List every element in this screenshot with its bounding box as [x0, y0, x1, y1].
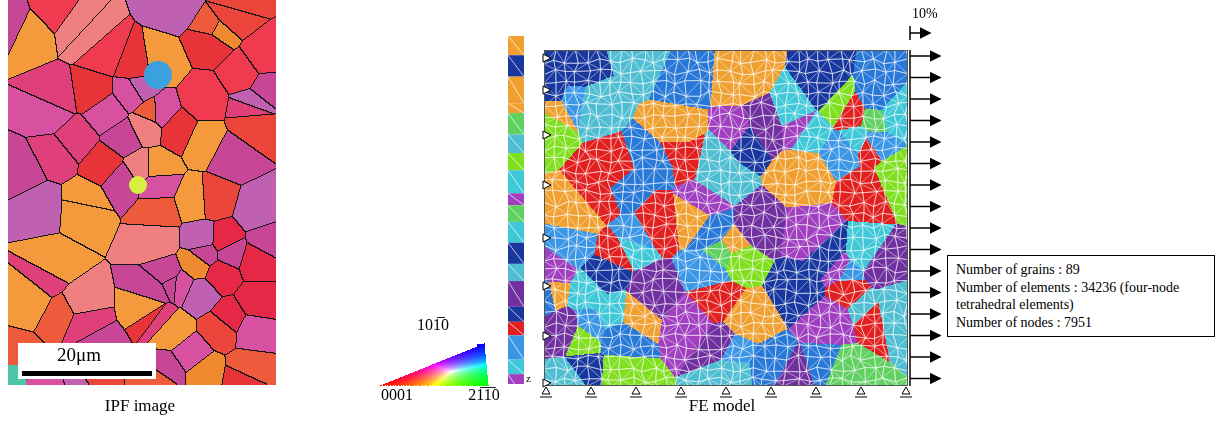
roller-support: [902, 387, 910, 394]
roller-support: [857, 387, 865, 394]
roller-support: [722, 387, 730, 394]
load-arrow: [910, 141, 940, 143]
info-line: Number of grains : 89: [956, 261, 1206, 279]
info-line: Number of elements : 34236 (four-node te…: [956, 279, 1206, 314]
load-arrow: [910, 378, 940, 380]
roller-support: [542, 387, 550, 394]
load-arrow: [910, 206, 940, 208]
fixed-support: [543, 234, 551, 242]
support-ground: [585, 397, 597, 398]
fixed-support: [543, 379, 551, 387]
strain-label: 10%: [912, 6, 938, 22]
load-arrow: [910, 292, 940, 294]
roller-support: [767, 387, 775, 394]
load-arrow: [910, 335, 940, 337]
info-line: Number of nodes : 7951: [956, 314, 1206, 332]
fe-mesh: [544, 50, 908, 386]
fixed-support: [543, 131, 551, 139]
pole-label: 0001: [381, 386, 413, 404]
ipf-map: [8, 0, 276, 385]
support-ground: [900, 397, 912, 398]
load-arrow: [910, 163, 940, 165]
load-arrow: [910, 55, 940, 57]
panel-caption: IPF image: [105, 396, 175, 416]
fixed-support: [543, 282, 551, 290]
load-arrow: [910, 98, 940, 100]
load-arrow: [910, 227, 940, 229]
fixed-support: [543, 86, 551, 94]
roller-support: [587, 387, 595, 394]
pole-label: 101̅0: [417, 316, 449, 334]
load-arrow: [910, 77, 940, 79]
load-arrow: [910, 270, 940, 272]
roller-support: [812, 387, 820, 394]
fixed-support: [543, 54, 551, 62]
support-ground: [540, 397, 552, 398]
load-arrow: [910, 249, 940, 251]
axis-label: z: [526, 372, 531, 384]
panel-caption: FE model: [689, 396, 756, 416]
load-arrow: [910, 184, 940, 186]
roller-support: [632, 387, 640, 394]
load-arrow: [910, 356, 940, 358]
support-ground: [675, 397, 687, 398]
support-ground: [810, 397, 822, 398]
load-arrow: [910, 120, 940, 122]
fixed-support: [543, 332, 551, 340]
info-box: Number of grains : 89Number of elements …: [947, 255, 1215, 337]
side-strip: [508, 36, 524, 384]
scale-bar-label: 20μm: [57, 344, 101, 366]
roller-support: [677, 387, 685, 394]
support-ground: [855, 397, 867, 398]
pole-label: 21̅1̅0: [468, 386, 499, 404]
support-ground: [630, 397, 642, 398]
fixed-support: [543, 181, 551, 189]
support-ground: [765, 397, 777, 398]
load-arrow: [910, 313, 940, 315]
